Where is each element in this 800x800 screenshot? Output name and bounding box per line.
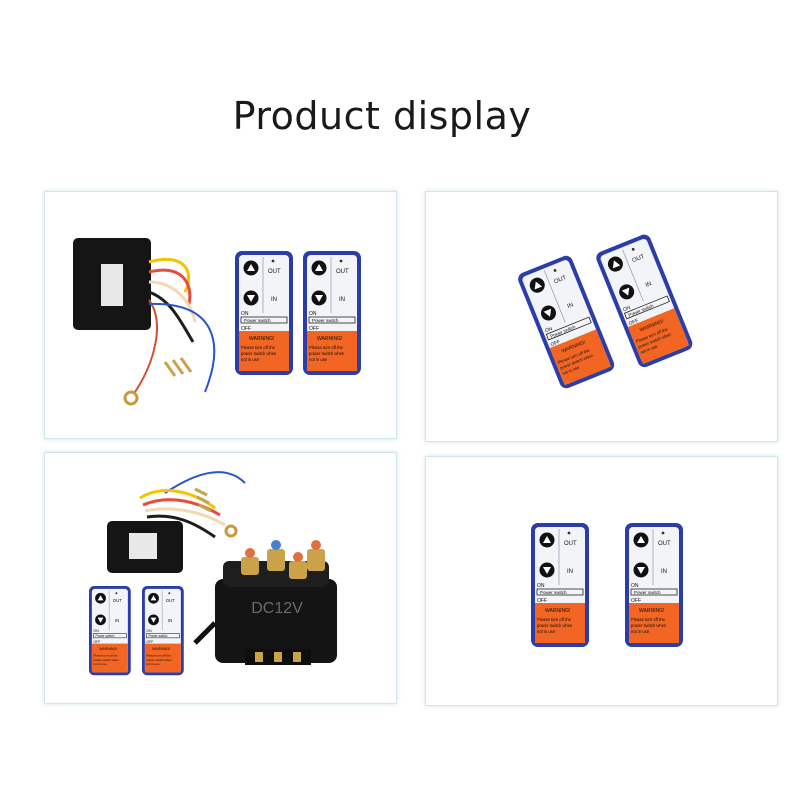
svg-text:not in use: not in use — [561, 364, 580, 376]
svg-text:IN: IN — [645, 281, 653, 289]
svg-text:Please turn off the: Please turn off the — [537, 617, 572, 622]
svg-text:OFF: OFF — [537, 598, 547, 604]
svg-text:power switch when: power switch when — [146, 658, 172, 662]
svg-text:OFF: OFF — [628, 318, 640, 327]
svg-text:OUT: OUT — [336, 269, 349, 275]
svg-text:ON: ON — [309, 311, 317, 317]
svg-text:Please turn off the: Please turn off the — [309, 345, 344, 350]
svg-text:not in use: not in use — [93, 662, 106, 666]
remote-angled-right: OUT IN ON Power switch OFF WARNING! Plea… — [593, 232, 695, 370]
svg-text:Power switch: Power switch — [95, 634, 114, 638]
svg-text:power switch when: power switch when — [309, 351, 345, 356]
svg-text:ON: ON — [544, 326, 554, 335]
contactor-label: DC12V — [251, 600, 303, 617]
product-panel-receiver-and-remotes: OUT IN ON Power switch OFF WARNING! Plea… — [44, 191, 397, 439]
svg-text:IN: IN — [567, 569, 573, 575]
svg-text:IN: IN — [567, 302, 575, 310]
remote-left: OUT IN ON Power switch OFF WARNING! Plea… — [234, 250, 294, 376]
svg-text:Please turn off the: Please turn off the — [631, 617, 666, 622]
svg-text:Please turn off the: Please turn off the — [241, 345, 276, 350]
svg-text:WARNING!: WARNING! — [152, 647, 170, 651]
svg-text:WARNING!: WARNING! — [639, 608, 664, 614]
receiver-and-remotes-image: OUT IN ON Power switch OFF WARNING! Plea… — [73, 238, 362, 406]
svg-text:not in use: not in use — [639, 343, 658, 355]
svg-text:IN: IN — [115, 618, 119, 623]
svg-text:WARNING!: WARNING! — [545, 608, 570, 614]
svg-text:OUT: OUT — [553, 275, 567, 285]
svg-text:Power switch: Power switch — [148, 634, 167, 638]
svg-text:OFF: OFF — [550, 339, 562, 348]
svg-text:Please turn off the: Please turn off the — [93, 654, 118, 658]
page-title: Product display — [232, 94, 532, 138]
svg-text:OFF: OFF — [309, 326, 319, 332]
remotes-angled-image: OUT IN ON Power switch OFF WARNING! Plea… — [515, 232, 695, 391]
svg-text:OUT: OUT — [658, 541, 671, 547]
svg-text:WARNING!: WARNING! — [99, 647, 117, 651]
remote-front-right: OUT IN ON Power switch OFF WARNING! Plea… — [624, 522, 684, 648]
svg-text:not in use: not in use — [309, 357, 328, 362]
svg-text:Power switch: Power switch — [540, 590, 567, 595]
svg-text:IN: IN — [661, 569, 667, 575]
svg-text:Power switch: Power switch — [634, 590, 661, 595]
remotes-front-image: OUT IN ON Power switch OFF WARNING! Plea… — [530, 522, 684, 648]
product-panel-remotes-angled: OUT IN ON Power switch OFF WARNING! Plea… — [425, 191, 778, 442]
svg-text:OUT: OUT — [632, 254, 646, 264]
contactor-unit: DC12V — [193, 540, 337, 665]
remote-small-left: OUT IN ON Power switch OFF WARNING! Plea… — [88, 585, 132, 676]
svg-text:ON: ON — [622, 305, 632, 314]
product-panel-remotes-front: OUT IN ON Power switch OFF WARNING! Plea… — [425, 456, 778, 706]
svg-text:OFF: OFF — [93, 640, 101, 644]
remote-small-right: OUT IN ON Power switch OFF WARNING! Plea… — [141, 585, 185, 676]
svg-text:OUT: OUT — [113, 598, 122, 603]
svg-text:power switch when: power switch when — [93, 658, 119, 662]
svg-text:Power switch: Power switch — [244, 318, 271, 323]
svg-text:OFF: OFF — [241, 326, 251, 332]
svg-text:not in use: not in use — [631, 629, 650, 634]
svg-text:ON: ON — [93, 629, 99, 633]
svg-text:IN: IN — [168, 618, 172, 623]
full-kit-image: OUT IN ON Power switch OFF WARNING! Plea… — [88, 471, 337, 676]
svg-text:OUT: OUT — [268, 269, 281, 275]
svg-text:OFF: OFF — [146, 640, 154, 644]
svg-text:ON: ON — [631, 583, 639, 589]
remote-right: OUT IN ON Power switch OFF WARNING! Plea… — [302, 250, 362, 376]
svg-text:Please turn off the: Please turn off the — [146, 654, 171, 658]
svg-text:power switch when: power switch when — [631, 623, 667, 628]
svg-text:IN: IN — [271, 297, 277, 303]
svg-text:Power switch: Power switch — [312, 318, 339, 323]
svg-text:power switch when: power switch when — [537, 623, 573, 628]
svg-text:ON: ON — [241, 311, 249, 317]
remote-angled-left: OUT IN ON Power switch OFF WARNING! Plea… — [515, 253, 617, 391]
svg-text:IN: IN — [339, 297, 345, 303]
svg-text:not in use: not in use — [146, 662, 159, 666]
svg-text:OUT: OUT — [564, 541, 577, 547]
svg-text:ON: ON — [146, 629, 152, 633]
svg-text:WARNING!: WARNING! — [317, 336, 342, 342]
svg-text:not in use: not in use — [241, 357, 260, 362]
svg-text:power switch when: power switch when — [241, 351, 277, 356]
svg-text:OUT: OUT — [166, 598, 175, 603]
remote-front-left: OUT IN ON Power switch OFF WARNING! Plea… — [530, 522, 590, 648]
svg-text:not in use: not in use — [537, 629, 556, 634]
svg-text:ON: ON — [537, 583, 545, 589]
product-panel-full-kit: OUT IN ON Power switch OFF WARNING! Plea… — [44, 452, 397, 704]
svg-text:OFF: OFF — [631, 598, 641, 604]
svg-text:WARNING!: WARNING! — [249, 336, 274, 342]
